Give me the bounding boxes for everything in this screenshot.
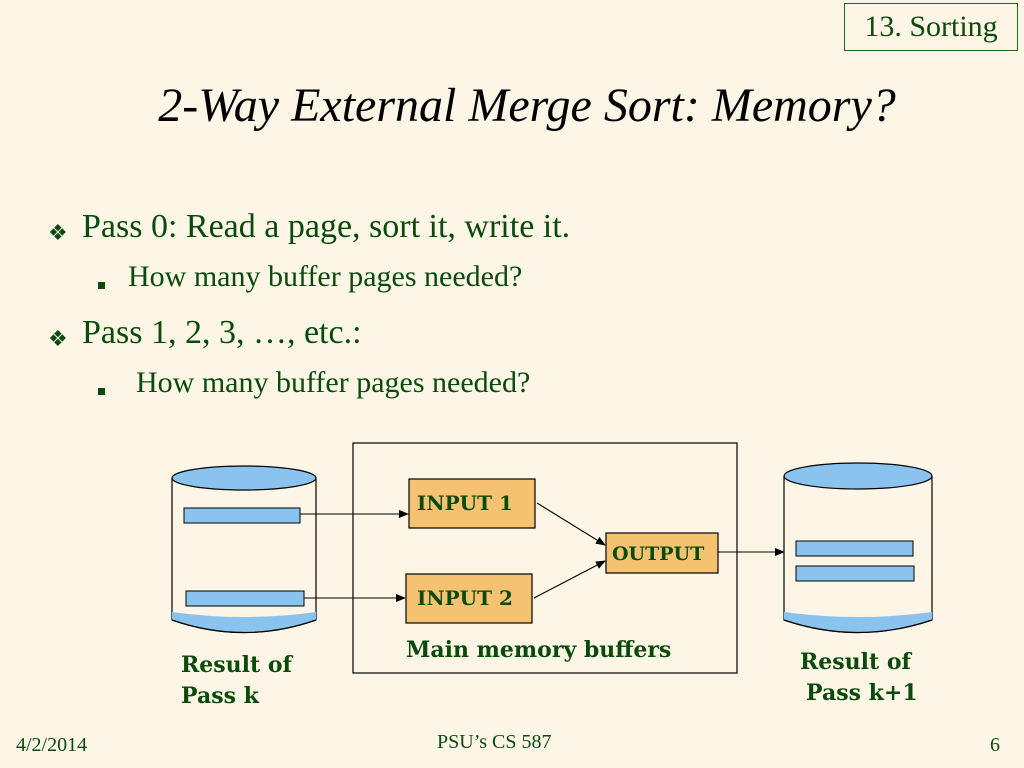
right-disk-label-2: Pass k+1 [806, 680, 918, 706]
left-disk-icon [171, 465, 317, 634]
section-tag: 13. Sorting [844, 3, 1018, 51]
sub-bullet-1-text: How many buffer pages needed? [128, 260, 523, 293]
arrow-input2-to-output [533, 560, 606, 599]
left-disk-page-1 [183, 507, 301, 524]
square-bullet-icon [98, 388, 105, 395]
left-disk-label-1: Result of [181, 652, 294, 678]
sub-bullet-2-text: How many buffer pages needed? [136, 366, 531, 399]
left-disk-page-2 [185, 590, 305, 607]
input-2-label: INPUT 2 [417, 586, 513, 610]
right-disk-page-2 [795, 565, 915, 582]
left-disk-label-2: Pass k [181, 683, 260, 709]
bullet-1-text: Pass 0: Read a page, sort it, write it. [82, 208, 571, 245]
footer-course: PSU’s CS 587 [437, 731, 552, 753]
output-buffer [605, 532, 719, 574]
arrow-input1-to-output [536, 502, 606, 546]
right-disk-label-1: Result of [800, 649, 913, 675]
square-bullet-icon [98, 282, 105, 289]
slide-title: 2-Way External Merge Sort: Memory? [158, 79, 896, 132]
input-1-label: INPUT 1 [417, 491, 513, 515]
memory-label: Main memory buffers [406, 637, 671, 663]
right-disk-icon [783, 462, 933, 634]
footer-date: 4/2/2014 [16, 734, 88, 756]
right-disk-page-1 [795, 540, 914, 557]
output-label: OUTPUT [612, 543, 704, 565]
main-memory-box [352, 442, 738, 674]
footer-page-number: 6 [990, 734, 1000, 756]
diamond-bullet-icon: ❖ [48, 326, 68, 351]
diamond-bullet-icon: ❖ [48, 220, 68, 245]
bullet-2-text: Pass 1, 2, 3, …, etc.: [82, 314, 362, 351]
input-1-buffer [408, 478, 536, 529]
input-2-buffer [405, 573, 533, 624]
